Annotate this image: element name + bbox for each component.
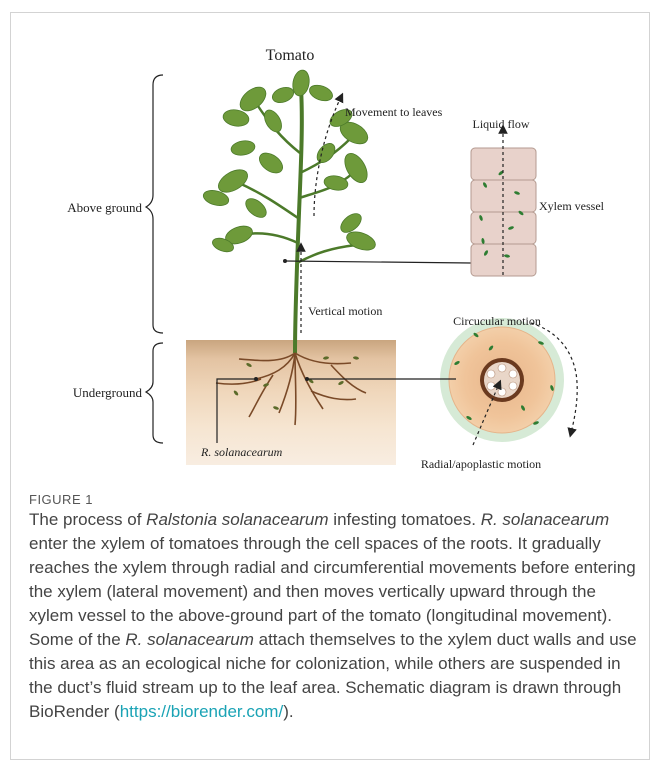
- stem-to-xylem-line: [285, 261, 471, 263]
- caption-part-5: ).: [283, 702, 293, 721]
- caption-part-2: infesting tomatoes.: [329, 510, 481, 529]
- infection-diagram: Tomato Above ground Underground: [11, 13, 649, 483]
- caption-species: Ralstonia solanacearum: [146, 510, 328, 529]
- radial-motion-label: Radial/apoplastic motion: [421, 457, 541, 471]
- above-ground-bracket: [146, 75, 163, 333]
- caption-species-short: R. solanacearum: [481, 510, 610, 529]
- xylem-vessel-label: Xylem vessel: [539, 199, 605, 213]
- above-ground-label: Above ground: [67, 200, 142, 215]
- underground-bracket: [146, 343, 163, 443]
- liquid-flow-label: Liquid flow: [473, 117, 530, 131]
- stem-dot: [283, 259, 287, 263]
- root-dot: [305, 377, 309, 381]
- caption-part-1: The process of: [29, 510, 146, 529]
- pathogen-label: R. solanacearum: [200, 445, 283, 459]
- root-cross-section: [440, 318, 564, 442]
- pathogen-dot: [254, 377, 258, 381]
- figure-caption: The process of Ralstonia solanacearum in…: [29, 508, 639, 724]
- movement-to-leaves-label: Movement to leaves: [345, 105, 443, 119]
- figure-diagram: Tomato Above ground Underground: [11, 13, 649, 483]
- circular-motion-label: Circucular motion: [453, 314, 541, 328]
- biorender-link[interactable]: https://biorender.com/: [120, 702, 283, 721]
- plant-leaves: [202, 69, 378, 255]
- figure-label: FIGURE 1: [29, 492, 93, 507]
- diagram-title: Tomato: [266, 47, 315, 64]
- underground-label: Underground: [73, 385, 143, 400]
- vertical-motion-label: Vertical motion: [308, 304, 382, 318]
- caption-species-short-2: R. solanacearum: [125, 630, 254, 649]
